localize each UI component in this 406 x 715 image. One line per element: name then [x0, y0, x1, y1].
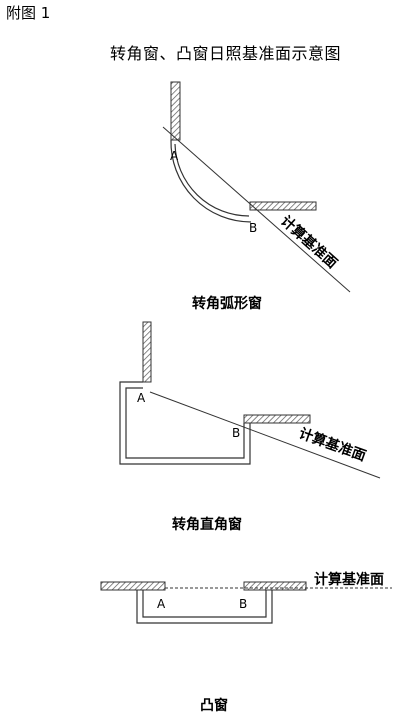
point-b-label: B: [232, 426, 240, 440]
page-title: 转角窗、凸窗日照基准面示意图: [110, 44, 342, 63]
caption-arc-corner-window: 转角弧形窗: [192, 296, 262, 312]
point-a-label: A: [170, 149, 179, 163]
appendix-label: 附图 1: [6, 4, 51, 22]
arc-window-outer: [170, 139, 252, 223]
wall-horizontal: [249, 201, 317, 211]
point-a-label: A: [137, 391, 146, 405]
caption-right-angle-corner-window: 转角直角窗: [172, 517, 242, 533]
reference-plane-label: 计算基准面: [277, 212, 340, 271]
window-inner-frame: [125, 387, 245, 459]
reference-plane-label: 计算基准面: [314, 571, 384, 588]
wall-vertical: [142, 321, 152, 383]
window-outer-frame: [119, 381, 251, 465]
point-a-label: A: [157, 597, 166, 611]
point-b-label: B: [249, 221, 257, 235]
reference-plane-line: [149, 391, 381, 479]
bay-window-diagram: A B 计算基准面: [100, 571, 392, 624]
window-outer-frame: [136, 590, 273, 624]
window-inner-frame: [142, 590, 267, 618]
caption-bay-window: 凸窗: [200, 698, 228, 714]
wall-right: [243, 581, 307, 591]
arc-window-inner: [174, 143, 250, 217]
reference-plane-line: [162, 126, 351, 293]
wall-horizontal: [243, 414, 311, 424]
wall-vertical: [170, 81, 181, 141]
right-angle-corner-window-diagram: A B 计算基准面: [119, 321, 381, 479]
arc-corner-window-diagram: A B 计算基准面: [162, 81, 351, 293]
reference-plane-label: 计算基准面: [297, 425, 369, 465]
wall-left: [100, 581, 166, 591]
point-b-label: B: [239, 597, 247, 611]
